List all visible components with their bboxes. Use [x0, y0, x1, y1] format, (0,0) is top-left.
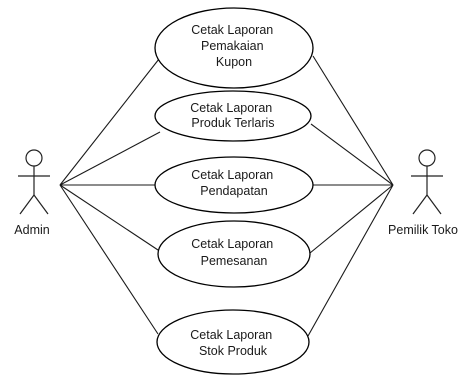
- use-case-pemakaian-kupon[interactable]: Cetak Laporan Pemakaian Kupon: [154, 7, 314, 89]
- use-case-label: Cetak Laporan Produk Terlaris: [190, 101, 276, 130]
- use-case-label-line: Pemesanan: [201, 254, 268, 268]
- use-case-label: Cetak Laporan Pemesanan: [191, 237, 277, 268]
- stick-figure-icon: [411, 149, 443, 215]
- actor-pemilik-toko[interactable]: Pemilik Toko: [388, 149, 458, 237]
- association-pemilik-stok-produk: [307, 184, 394, 337]
- use-case-label-line: Cetak Laporan: [190, 101, 272, 115]
- association-pemilik-produk-terlaris: [310, 123, 394, 186]
- association-pemilik-pemakaian-kupon: [312, 55, 394, 186]
- use-case-label: Cetak Laporan Pemakaian Kupon: [191, 23, 277, 69]
- use-case-label: Cetak Laporan Pendapatan: [191, 168, 277, 198]
- actor-admin[interactable]: Admin: [14, 149, 50, 237]
- association-admin-pemakaian-kupon: [59, 58, 160, 186]
- use-case-pemesanan[interactable]: Cetak Laporan Pemesanan: [157, 220, 311, 288]
- use-case-label-line: Kupon: [216, 55, 252, 69]
- use-case-label-line: Pemakaian: [201, 39, 264, 53]
- use-case-produk-terlaris[interactable]: Cetak Laporan Produk Terlaris: [154, 90, 312, 142]
- use-case-stok-produk[interactable]: Cetak Laporan Stok Produk: [156, 309, 310, 375]
- association-admin-produk-terlaris: [59, 131, 161, 186]
- actor-label: Pemilik Toko: [388, 223, 458, 237]
- association-admin-stok-produk: [59, 184, 159, 335]
- use-case-label-line: Stok Produk: [199, 344, 268, 358]
- use-case-label-line: Pendapatan: [200, 184, 267, 198]
- use-case-label-line: Cetak Laporan: [191, 237, 273, 251]
- actor-label: Admin: [14, 223, 49, 237]
- use-case-pendapatan[interactable]: Cetak Laporan Pendapatan: [154, 156, 314, 214]
- use-case-label-line: Cetak Laporan: [191, 23, 273, 37]
- use-case-label-line: Cetak Laporan: [191, 168, 273, 182]
- use-case-ellipse: [154, 90, 312, 142]
- use-case-ellipse: [156, 309, 310, 375]
- stick-figure-icon: [18, 149, 50, 215]
- association-pemilik-pemesanan: [309, 184, 394, 254]
- use-case-ellipse: [157, 220, 311, 288]
- association-admin-pemesanan: [59, 184, 159, 251]
- use-case-ellipse: [154, 156, 314, 214]
- use-case-label: Cetak Laporan Stok Produk: [190, 328, 276, 358]
- use-case-label-line: Produk Terlaris: [191, 116, 274, 130]
- use-case-ellipse: [154, 7, 314, 89]
- associations: [59, 55, 394, 337]
- use-case-label-line: Cetak Laporan: [190, 328, 272, 342]
